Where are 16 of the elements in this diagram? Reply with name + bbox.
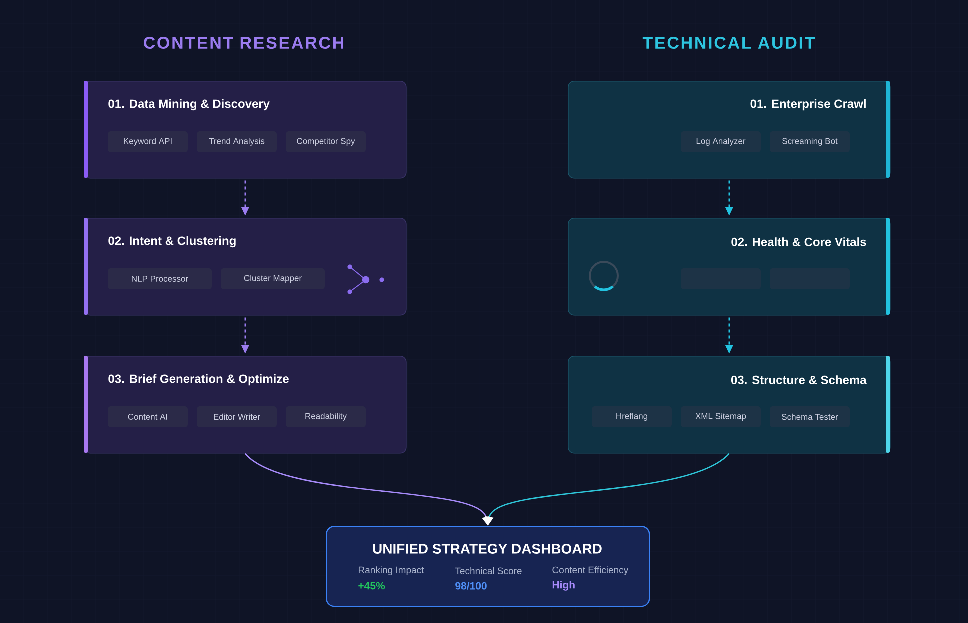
- tool-chip: Schema Tester: [770, 406, 850, 428]
- column-heading: TECHNICAL AUDIT: [642, 36, 816, 50]
- tool-chip: Competitor Spy: [286, 132, 366, 152]
- dashboard-panel: UNIFIED STRATEGY DASHBOARD Ranking Impact +45% Technical Score 98/100 Content Efficiency High: [326, 526, 650, 608]
- tool-chip: Log Analyzer: [681, 132, 761, 152]
- tool-chip: Readability: [286, 406, 366, 428]
- column-heading: CONTENT RESEARCH: [144, 36, 344, 50]
- tool-chip: Hreflang: [592, 406, 672, 428]
- tool-chip: Trend Analysis: [197, 132, 277, 152]
- tool-chip: Keyword API: [108, 132, 188, 152]
- tool-chip: Content AI: [108, 406, 188, 428]
- tool-chip: Cluster Mapper: [221, 268, 325, 290]
- tool-chip: XML Sitemap: [681, 406, 761, 428]
- tool-chip: Screaming Bot: [770, 132, 850, 152]
- tool-chip: Editor Writer: [197, 406, 277, 428]
- tool-chip: NLP Processor: [108, 268, 212, 290]
